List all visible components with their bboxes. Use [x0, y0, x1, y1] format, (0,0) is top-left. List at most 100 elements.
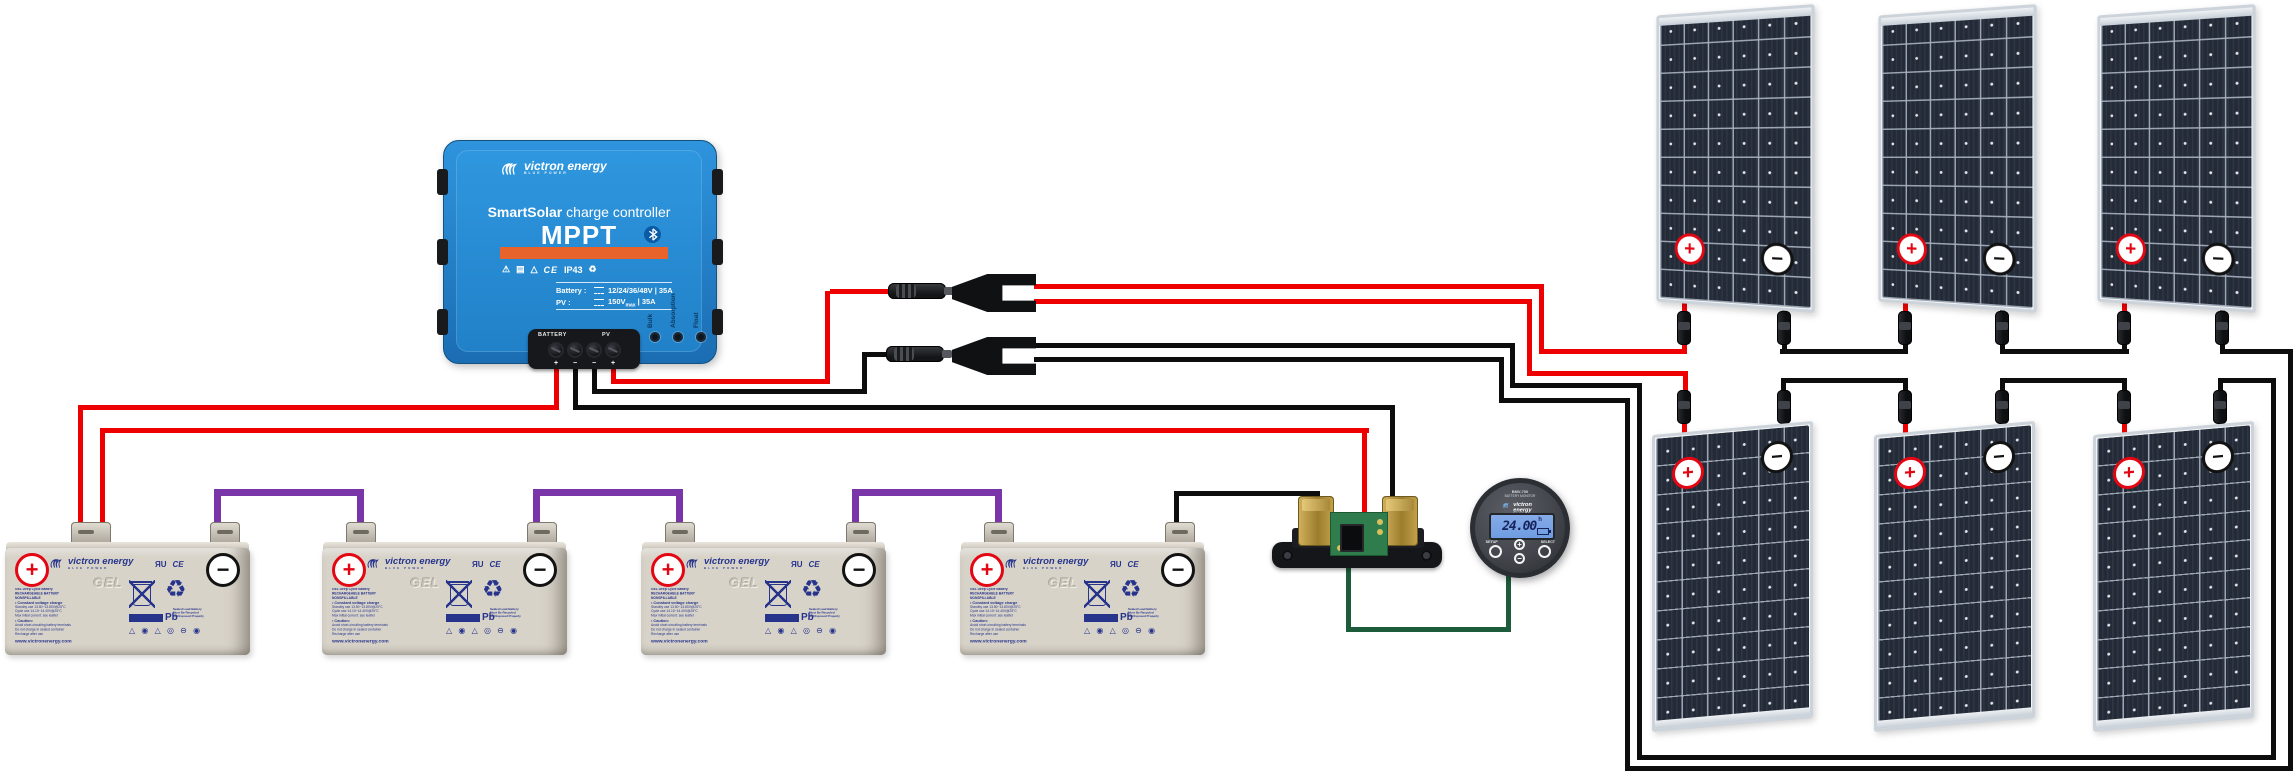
- certification-icons: ⚠ ▤ △ CE IP43 ♻: [502, 264, 597, 275]
- battery-body: + − victron energy BLUE POWER ЯU CE GEL …: [322, 548, 567, 655]
- mount-tab-icon: [437, 239, 448, 265]
- wire-purple: [357, 489, 364, 525]
- mount-tab-icon: [712, 309, 723, 335]
- triangle-icon: △: [531, 264, 538, 275]
- victron-swirl-icon: [500, 160, 520, 178]
- wire-red: [78, 405, 559, 410]
- cert-icon-row: △ ◉ △ ◎ ⊖ ◉: [129, 626, 202, 635]
- wire-red: [1539, 284, 1544, 354]
- pb-bar-icon: [765, 614, 799, 622]
- wire-red: [825, 291, 830, 384]
- wire-purple: [852, 489, 1002, 496]
- solar-panel: + −: [1874, 421, 2035, 732]
- positive-marker: +: [15, 553, 49, 587]
- recycle-icon: ♻: [165, 578, 187, 602]
- terminal-mark: −: [567, 360, 583, 367]
- terminal-group-pv: PV: [602, 332, 610, 338]
- wire-black: [1499, 398, 1630, 403]
- lead-content-icon: Pb: [129, 612, 178, 623]
- recycle-icon: ♻: [482, 578, 504, 602]
- ip-rating: IP43: [564, 265, 583, 275]
- recycle-note: Sealed Lead Battery Must Be Recycled Or …: [809, 608, 849, 619]
- battery-fine-print: GEL Deep Cycle Battery RECHARGEABLE BATT…: [970, 588, 1083, 645]
- mc4-connector-icon: [2215, 311, 2229, 345]
- battery-positive-terminal: [548, 342, 564, 358]
- wire-red: [611, 379, 830, 384]
- setup-button: [1489, 545, 1502, 558]
- battery-body: + − victron energy BLUE POWER ЯU CE GEL …: [960, 548, 1205, 655]
- victron-logo: victron energy BLUE POWER: [366, 557, 450, 570]
- ul-mark: ЯU: [155, 560, 167, 569]
- victron-logo: victron energy BLUE POWER: [500, 160, 607, 178]
- solar-panel: + −: [1652, 421, 1813, 732]
- lcd-unit: h: [1538, 517, 1542, 523]
- website: www.victronenergy.com: [15, 638, 128, 644]
- wire-purple: [676, 489, 683, 525]
- brand-sub: BLUE POWER: [704, 567, 769, 570]
- battery-negative-terminal: [567, 342, 583, 358]
- wire-black: [1174, 491, 1320, 496]
- pv-positive-terminal: [605, 342, 621, 358]
- victron-swirl-icon: [49, 557, 64, 570]
- ul-mark: ЯU: [791, 560, 803, 569]
- pv-negative-terminal: [586, 342, 602, 358]
- mc4-connector-icon: [1995, 390, 2009, 424]
- mount-tab-icon: [437, 169, 448, 195]
- solar-panel: + −: [2097, 4, 2255, 313]
- terminal-mark: +: [605, 360, 621, 367]
- wire-red: [100, 428, 1369, 433]
- mc4-male-connector-icon: [886, 346, 944, 362]
- victron-logo: victron energy BLUE POWER: [1004, 557, 1088, 570]
- bulk-led-icon: [650, 332, 660, 342]
- negative-marker: −: [1161, 553, 1195, 587]
- wire-black: [573, 366, 578, 407]
- wire-red: [1362, 433, 1367, 513]
- solar-panel: + −: [1656, 4, 1814, 313]
- lead-content-icon: Pb: [446, 612, 495, 623]
- wire-black: [2220, 349, 2293, 354]
- charge-controller-face: victron energy BLUE POWER SmartSolar cha…: [456, 150, 702, 352]
- website: www.victronenergy.com: [332, 638, 445, 644]
- mc4-connector-icon: [1677, 390, 1691, 424]
- wire-red: [78, 410, 83, 524]
- mount-tab-icon: [437, 309, 448, 335]
- victron-logo: victron energy BLUE POWER: [685, 557, 769, 570]
- gel-battery: + − victron energy BLUE POWER ЯU CE GEL …: [322, 522, 567, 655]
- pb-bar-icon: [446, 614, 480, 622]
- wire-black: [1625, 398, 1630, 771]
- mc4-branch-connector-icon: [952, 337, 1036, 375]
- dc-symbol-icon: [594, 287, 604, 294]
- wire-black: [1510, 343, 1515, 388]
- wire-black: [1637, 383, 1642, 760]
- battery-monitor: BMV-700 BATTERY MONITOR victron energy B…: [1470, 478, 1570, 578]
- pv-spec-label: PV :: [556, 298, 590, 307]
- mc4-connector-icon: [2117, 311, 2131, 345]
- wire-black: [2271, 378, 2276, 760]
- wire-black: [1781, 378, 1908, 383]
- select-button-label: SELECT: [1541, 539, 1555, 544]
- divider: [556, 309, 672, 310]
- brand-sub: BLUE POWER: [385, 567, 450, 570]
- ce-mark: CE: [809, 560, 820, 569]
- ce-mark: CE: [173, 560, 184, 569]
- monitor-subtitle: BATTERY MONITOR: [1488, 495, 1553, 499]
- recycle-icon: ♻: [1120, 578, 1142, 602]
- wire-black: [573, 405, 1395, 410]
- minus-button: −: [1514, 553, 1525, 564]
- ce-mark: CE: [1128, 560, 1139, 569]
- cert-icon-row: △ ◉ △ ◎ ⊖ ◉: [446, 626, 519, 635]
- mc4-connector-icon: [2117, 390, 2131, 424]
- wire-black: [2000, 349, 2129, 354]
- lcd-battery-icon: [1537, 528, 1549, 535]
- cert-marks: ЯU CE: [472, 560, 501, 569]
- wire-red: [1683, 371, 1688, 392]
- terminal-mark: −: [586, 360, 602, 367]
- negative-marker: −: [842, 553, 876, 587]
- product-title: SmartSolar charge controller: [456, 204, 702, 220]
- victron-swirl-icon: [1004, 557, 1019, 570]
- mc4-connector-icon: [1777, 311, 1791, 345]
- brand-sub: BLUE POWER: [524, 172, 607, 176]
- product-title-rest: charge controller: [562, 204, 670, 220]
- negative-marker: −: [206, 553, 240, 587]
